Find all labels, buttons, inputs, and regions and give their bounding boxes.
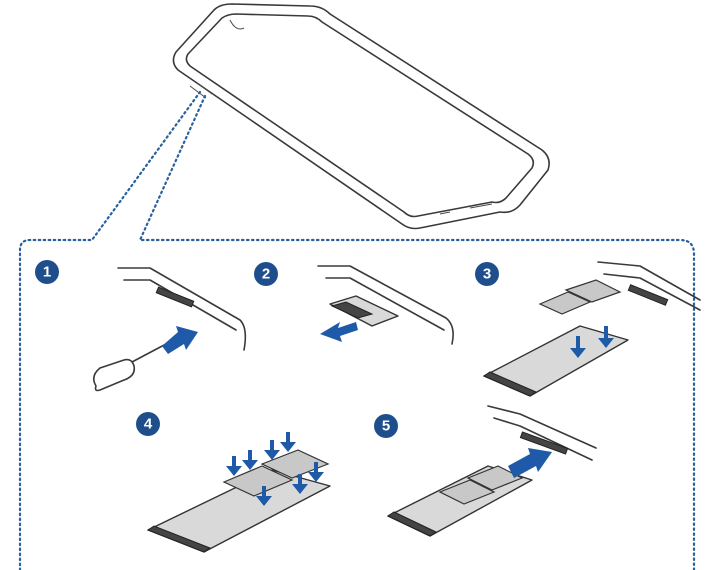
phone-illustration [172, 3, 550, 230]
step-1-badge: 1 [35, 260, 59, 284]
callout-border [18, 90, 696, 570]
seat-sim-arrow-icon [292, 474, 308, 494]
seat-sim-arrow-icon [280, 432, 296, 452]
step-1-number: 1 [43, 264, 51, 281]
step-5-illustration [386, 405, 597, 537]
step-2-number: 2 [262, 266, 270, 283]
reinsert-arrow-icon [508, 448, 552, 478]
step-5-badge: 5 [374, 414, 398, 438]
seat-sim-arrow-icon [308, 462, 324, 482]
place-sim-arrow-icon [598, 326, 614, 348]
seat-sim-arrow-icon [256, 486, 272, 506]
step-4-number: 4 [144, 416, 153, 433]
seat-sim-arrow-icon [242, 450, 258, 470]
step-4-badge: 4 [136, 412, 160, 436]
step-3-illustration [482, 261, 701, 397]
step-1-illustration [92, 267, 247, 392]
seat-sim-arrow-icon [264, 440, 280, 460]
place-sim-arrow-icon [570, 336, 586, 358]
insert-arrow-icon [162, 326, 198, 354]
step-4-illustration [146, 432, 331, 553]
step-3-badge: 3 [475, 262, 499, 286]
seat-sim-arrow-icon [226, 456, 242, 476]
step-3-number: 3 [483, 266, 491, 283]
step-2-illustration [317, 265, 454, 345]
step-5-number: 5 [382, 418, 390, 435]
pull-arrow-icon [320, 322, 358, 342]
step-2-badge: 2 [254, 262, 278, 286]
